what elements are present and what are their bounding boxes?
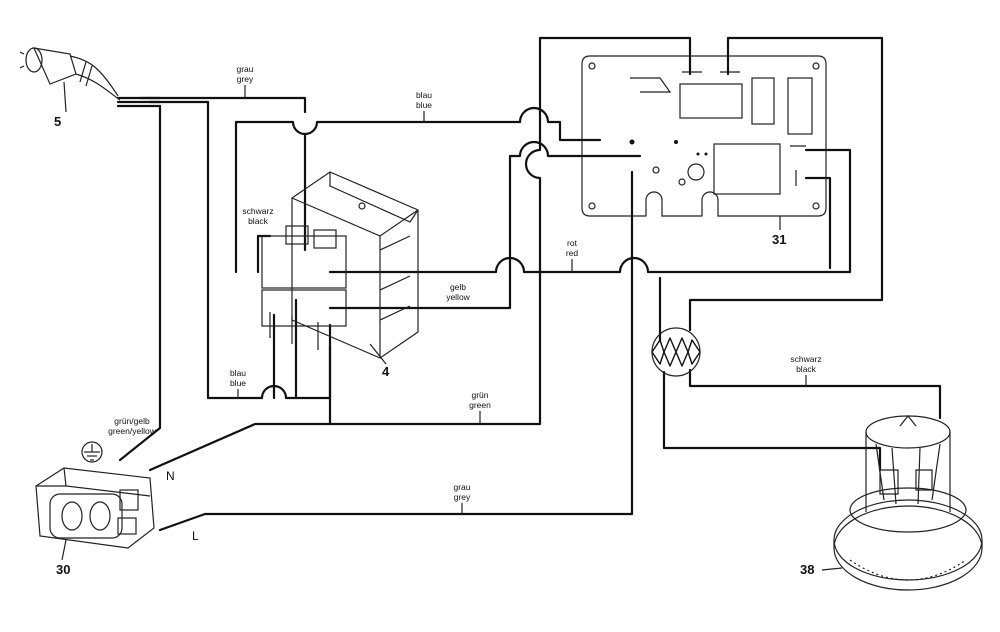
part-number-plug: 5 [54,114,61,129]
circuit-board-icon [581,55,827,217]
power-socket-icon [35,467,155,549]
label-black-switch-de: schwarz [242,206,273,216]
plug-leader [63,81,67,113]
wire-grey-bottom [158,170,634,532]
label-blue-bottom-en: blue [230,378,246,388]
wire-black-motor [688,368,942,420]
wire-board-to-suppressor [658,176,832,342]
label-grey-bottom-de: grau [453,482,470,492]
label-yellow-en: yellow [446,292,470,302]
wire-grey-top [138,96,307,252]
wire-yellow [328,140,642,310]
label-green-yellow-de: grün/gelb [114,416,150,426]
label-green-de: grün [471,390,488,400]
label-blue-bottom-de: blau [230,368,246,378]
part-number-socket: 30 [56,562,70,577]
label-yellow-de: gelb [450,282,466,292]
terminal-l-label: L [192,529,199,543]
label-green-yellow-en: green/yellow [108,426,157,436]
wire-black-switch [256,234,272,274]
motor-leader [821,567,843,571]
label-grey-top-en: grey [237,74,254,84]
wire-suppressor-motor [662,370,882,472]
rocker-switch-icon [261,171,419,359]
interference-suppressor-icon [651,327,701,377]
label-grey-top-de: grau [236,64,253,74]
label-black-motor-en: black [796,364,817,374]
power-plug-icon [19,47,121,101]
terminal-n-label: N [166,469,175,483]
wire-labels: grau grey blau blue schwarz black rot re… [108,64,822,514]
label-blue-top-de: blau [416,90,432,100]
label-green-en: green [469,400,491,410]
wire-blue-top [234,106,602,274]
wire-blue-bottom [148,100,332,400]
socket-leader [61,539,67,561]
label-red-de: rot [567,238,578,248]
wire-green [148,36,692,472]
wire-switch-legs [272,298,332,426]
switch-leader [369,343,387,365]
earth-ground-icon [81,441,103,463]
part-number-board: 31 [772,232,786,247]
label-black-switch-en: black [248,216,269,226]
wire-red [328,148,852,274]
part-number-switch: 4 [382,364,390,379]
wires [116,36,942,532]
label-grey-bottom-en: grey [454,492,471,502]
label-blue-top-en: blue [416,100,432,110]
vacuum-motor-icon [833,415,983,591]
label-red-en: red [566,248,579,258]
wire-board-out [688,36,884,332]
part-number-motor: 38 [800,562,814,577]
wire-green-yellow [118,104,162,462]
label-black-motor-de: schwarz [790,354,821,364]
